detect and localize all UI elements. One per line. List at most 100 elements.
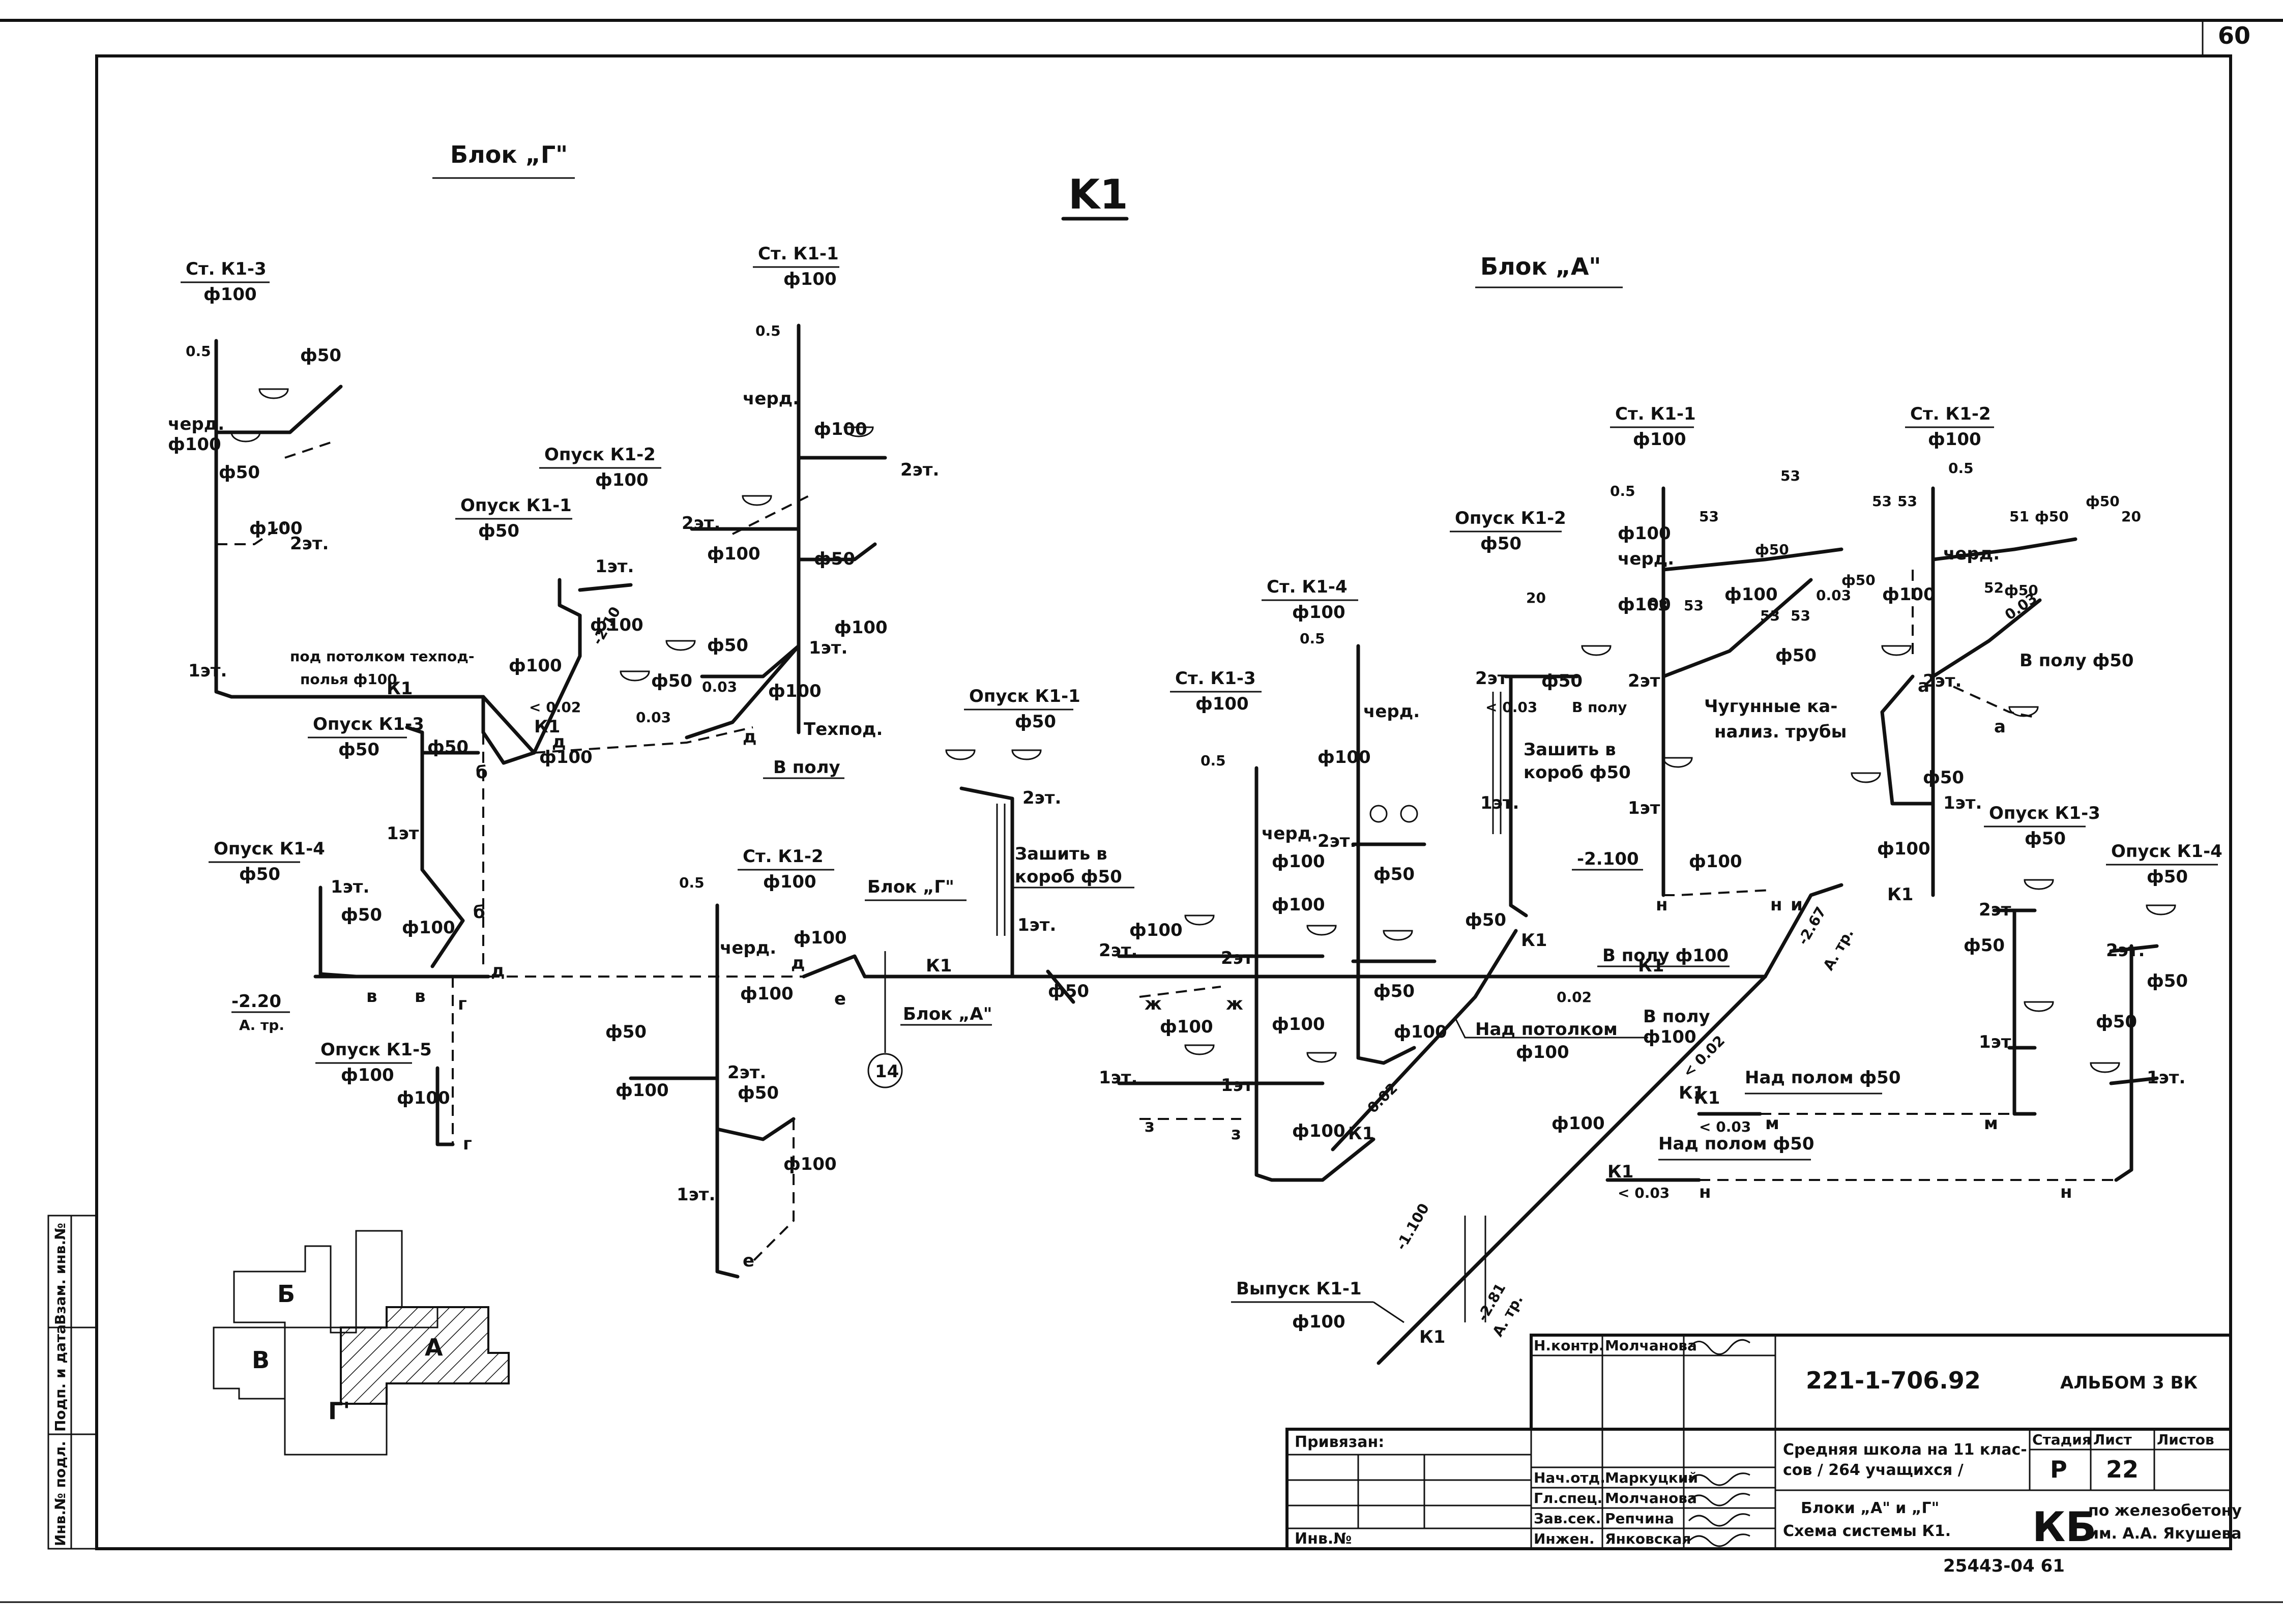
svg-text:е: е — [834, 989, 846, 1009]
stamp-role-4: Инжен. — [1534, 1530, 1595, 1547]
stamp-name-1: Маркуцкий — [1605, 1469, 1698, 1486]
svg-text:ф100: ф100 — [1292, 1121, 1345, 1141]
stamp-code: 221-1-706.92 — [1806, 1367, 1981, 1394]
stamp-list-h: Лист — [2093, 1431, 2132, 1448]
svg-text:1эт.: 1эт. — [595, 556, 634, 577]
svg-text:ф50: ф50 — [341, 905, 382, 925]
svg-text:ф50: ф50 — [239, 864, 280, 884]
block-boundary: ф100 Блок „Г" Блок „А" 14 д е — [791, 877, 992, 1088]
svg-text:ф100: ф100 — [616, 1080, 669, 1101]
stamp-project-2: сов / 264 учащихся / — [1783, 1461, 1964, 1479]
outlet-label: Выпуск К1-1 — [1236, 1279, 1362, 1299]
svg-text:1эт.: 1эт. — [1628, 798, 1666, 818]
svg-text:ф50: ф50 — [2086, 493, 2120, 510]
stamp-sheet-title-2: Схема системы К1. — [1783, 1522, 1951, 1540]
svg-text:2эт.: 2эт. — [1979, 900, 2017, 920]
svg-text:и: и — [1791, 895, 1803, 915]
opusk-k1-4-g-label: Опуск К1-4 — [214, 839, 325, 859]
svg-text:К1: К1 — [1521, 930, 1547, 951]
svg-text:1эт.: 1эт. — [387, 823, 425, 844]
opusk-k1-4-g: Опуск К1-4 ф50 1эт. ф50 -2.20 А. тр. в — [209, 839, 382, 1034]
svg-text:В полу ф50: В полу ф50 — [2019, 651, 2134, 671]
svg-text:ф50: ф50 — [651, 671, 692, 691]
svg-text:К1: К1 — [534, 717, 560, 737]
riser-st-k1-4-a: Ст. К1-4 ф100 0.5 черд. ф100 2эт. ф50 ф5… — [1262, 577, 1447, 1065]
svg-text:д: д — [491, 961, 505, 981]
svg-text:ф100: ф100 — [1618, 523, 1671, 544]
svg-text:ф100: ф100 — [1618, 595, 1671, 615]
opusk-k1-2-a-label: Опуск К1-2 — [1455, 508, 1566, 528]
svg-text:ф50: ф50 — [707, 635, 748, 656]
svg-text:К1: К1 — [1419, 1327, 1445, 1347]
drawing-frame — [95, 54, 2232, 1550]
side-podp-data: Подп. и дата — [52, 1324, 69, 1432]
svg-text:ф100: ф100 — [740, 984, 794, 1004]
stamp-privyazan: Привязан: — [1295, 1433, 1384, 1451]
svg-text:0.03: 0.03 — [1816, 587, 1851, 604]
side-inv-podl: Инв.№ подл. — [52, 1441, 69, 1546]
svg-text:ф100: ф100 — [783, 1154, 837, 1174]
svg-text:ф100: ф100 — [397, 1088, 450, 1108]
svg-text:ф100: ф100 — [763, 872, 816, 892]
svg-text:52: 52 — [1984, 579, 2004, 596]
opusk-k1-5-g-label: Опуск К1-5 — [320, 1040, 432, 1060]
svg-text:1эт.: 1эт. — [1943, 793, 1982, 813]
opusk-k1-4-a: Опуск К1-4 ф50 2эт. ф50 ф50 1эт. н — [2060, 841, 2222, 1202]
svg-text:ф100: ф100 — [509, 656, 562, 676]
svg-text:1эт.: 1эт. — [1480, 793, 1519, 813]
svg-text:ф100: ф100 — [1292, 602, 1345, 623]
svg-text:ф100: ф100 — [1633, 429, 1686, 450]
svg-text:н: н — [2060, 1182, 2072, 1202]
svg-text:53: 53 — [1699, 508, 1719, 525]
svg-text:К1: К1 — [926, 956, 952, 976]
svg-text:53: 53 — [1648, 597, 1668, 614]
svg-text:1эт.: 1эт. — [1099, 1068, 1137, 1088]
svg-text:а: а — [1994, 717, 2006, 737]
svg-text:К1: К1 — [1887, 884, 1913, 905]
svg-text:53: 53 — [1684, 597, 1704, 614]
riser-st-k1-1-a-label: Ст. К1-1 — [1615, 404, 1696, 424]
signature-0 — [1688, 1339, 1750, 1355]
callout-circle — [867, 1053, 903, 1088]
svg-text:ж: ж — [1145, 994, 1162, 1014]
signature-1 — [1688, 1472, 1750, 1486]
svg-text:черд.: черд. — [720, 938, 776, 958]
svg-text:н: н — [1770, 895, 1782, 915]
stamp-lists-h: Листов — [2157, 1431, 2214, 1448]
side-strip — [47, 1215, 98, 1550]
riser-st-k1-2-g: Ст. К1-2 ф100 0.5 черд. ф100 ф50 ф100 2э… — [605, 846, 837, 1279]
svg-text:ф100: ф100 — [341, 1065, 394, 1085]
svg-text:2эт.: 2эт. — [727, 1062, 766, 1083]
svg-text:0.5: 0.5 — [1201, 752, 1226, 769]
svg-text:53: 53 — [1791, 607, 1810, 624]
riser-st-k1-4-a-label: Ст. К1-4 — [1267, 577, 1348, 597]
svg-text:< 0.02: < 0.02 — [529, 699, 581, 716]
svg-text:0.5: 0.5 — [186, 343, 211, 360]
svg-text:б: б — [473, 902, 485, 923]
svg-text:Над полом ф50: Над полом ф50 — [1745, 1068, 1900, 1088]
svg-text:ф50: ф50 — [300, 345, 341, 366]
svg-text:ф100: ф100 — [1129, 920, 1183, 940]
svg-text:2эт.: 2эт. — [290, 534, 329, 554]
svg-text:черд.: черд. — [1943, 544, 2000, 564]
svg-text:ф50: ф50 — [2004, 582, 2038, 599]
svg-text:ф50: ф50 — [738, 1083, 779, 1103]
svg-text:ф100: ф100 — [1318, 747, 1371, 767]
svg-text:ф100: ф100 — [1882, 584, 1936, 605]
svg-text:В полу: В полу — [1572, 699, 1627, 716]
svg-text:ф50: ф50 — [1373, 864, 1415, 884]
svg-text:20: 20 — [2121, 508, 2141, 525]
svg-text:ф50: ф50 — [1373, 981, 1415, 1001]
svg-text:ф100: ф100 — [249, 518, 303, 539]
svg-text:короб ф50: короб ф50 — [1015, 867, 1122, 887]
stamp-name-0: Молчанова — [1605, 1337, 1697, 1354]
svg-text:ф50: ф50 — [2035, 508, 2069, 525]
stamp-sheet-title: Блоки „А" и „Г" — [1801, 1499, 1939, 1517]
opusk-k1-3-g: Опуск К1-3 ф50 ф50 1эт. ф100 б — [308, 697, 485, 968]
svg-text:ф50: ф50 — [1841, 572, 1876, 588]
svg-text:0.5: 0.5 — [755, 322, 781, 339]
svg-text:ф100: ф100 — [1272, 895, 1325, 915]
riser-st-k1-3-g-dia: ф100 — [203, 284, 257, 305]
svg-text:2эт.: 2эт. — [682, 513, 720, 534]
